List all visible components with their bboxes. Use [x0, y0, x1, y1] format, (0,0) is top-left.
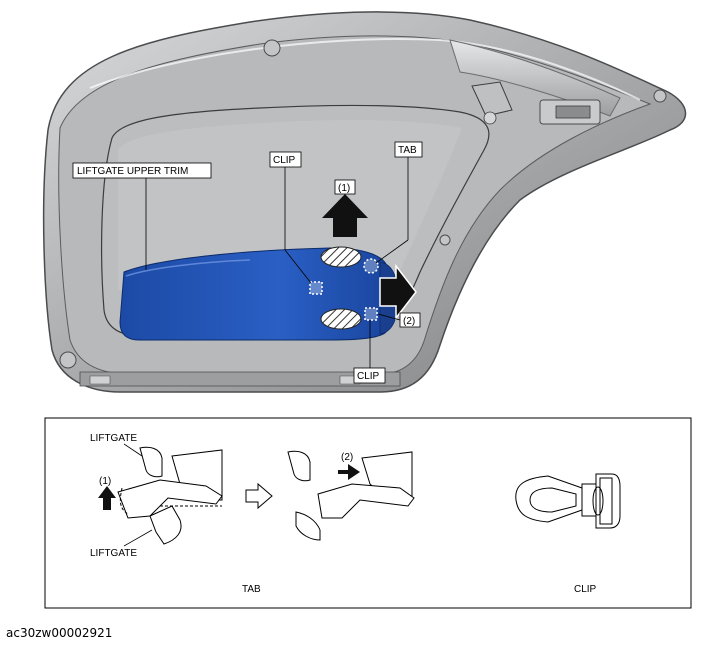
detail-arrow-right-icon — [338, 464, 360, 480]
tab-detail-after — [287, 450, 415, 541]
detail-label-step2: (2) — [341, 452, 353, 463]
leader-lines — [145, 157, 409, 368]
detail-transition-arrow-icon — [245, 482, 273, 510]
svg-text:LIFTGATE UPPER TRIM: LIFTGATE UPPER TRIM — [77, 166, 188, 177]
svg-text:(2): (2) — [403, 316, 415, 327]
detail-leader-bottom — [123, 529, 153, 547]
detail-label-liftgate-top: LIFTGATE — [90, 433, 137, 444]
svg-text:CLIP: CLIP — [273, 155, 296, 166]
label-clip-top: CLIP — [269, 151, 302, 168]
arrow-right-icon — [379, 263, 417, 321]
svg-text:CLIP: CLIP — [357, 371, 380, 382]
detail-label-liftgate-bottom: LIFTGATE — [90, 548, 137, 559]
label-step1-top: (1) — [334, 179, 356, 195]
figure-id: ac30zw00002921 — [6, 626, 113, 640]
label-tab-top: TAB — [394, 141, 423, 158]
svg-text:(1): (1) — [338, 183, 350, 194]
tab-marker — [363, 258, 379, 274]
detail-caption-tab: TAB — [242, 584, 261, 595]
tab-detail-before — [117, 446, 223, 545]
label-step2-top: (2) — [399, 312, 421, 328]
clip-detail — [515, 473, 621, 529]
label-trim: LIFTGATE UPPER TRIM — [72, 162, 212, 179]
clip-marker-lower — [364, 307, 378, 321]
clip-marker-center — [309, 281, 323, 295]
label-clip-bottom: CLIP — [353, 367, 386, 384]
trim-pad-upper — [320, 246, 362, 268]
detail-caption-clip: CLIP — [574, 584, 597, 595]
detail-label-step1: (1) — [99, 476, 111, 487]
trim-pad-lower — [320, 308, 362, 330]
svg-text:TAB: TAB — [398, 145, 417, 156]
arrow-up-icon — [322, 194, 368, 237]
detail-arrow-up-icon — [98, 486, 116, 510]
detail-leader-top — [123, 443, 143, 457]
